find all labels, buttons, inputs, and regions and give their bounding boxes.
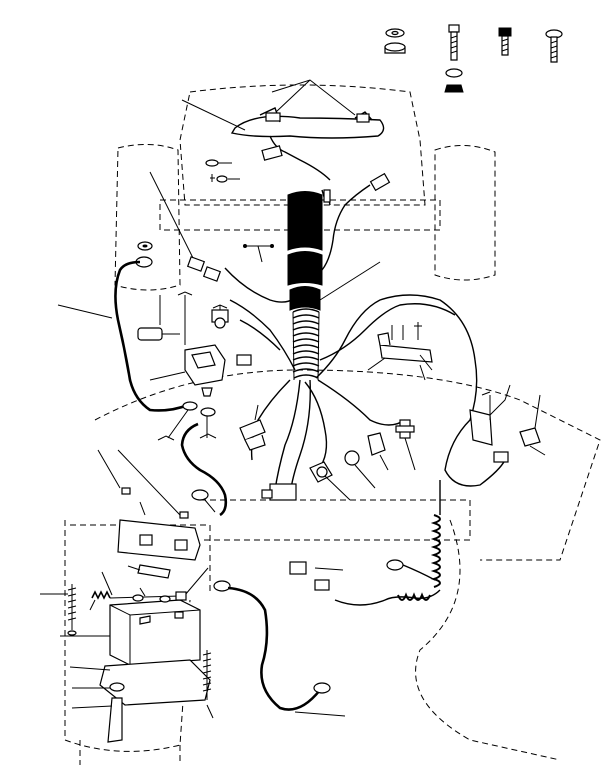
- bracket-48: [469, 384, 546, 463]
- cable-17: [180, 422, 228, 517]
- front-left-wheel: [114, 144, 181, 291]
- solenoid-8: [137, 291, 252, 386]
- front-right-wheel: [434, 145, 496, 281]
- cable-18: [213, 580, 346, 717]
- center-components: [261, 419, 416, 501]
- hardware-legend: [384, 24, 563, 93]
- bracket-50: [367, 322, 433, 381]
- battery-area: [40, 449, 214, 743]
- coiled-cable: [289, 480, 441, 606]
- tractor-outline: [64, 84, 601, 765]
- part-24: [149, 171, 222, 282]
- a-refs: [157, 387, 217, 441]
- small-fasteners: [205, 159, 274, 263]
- battery: [109, 599, 201, 666]
- headlight-harness: [181, 79, 385, 181]
- part-7: [239, 404, 266, 451]
- cable-16: [57, 241, 189, 412]
- main-wires: [224, 267, 506, 496]
- battery-tray: [99, 659, 211, 706]
- upper-connector: [321, 172, 391, 271]
- battery-holddown: [117, 519, 201, 561]
- conduit-loom: [287, 191, 381, 381]
